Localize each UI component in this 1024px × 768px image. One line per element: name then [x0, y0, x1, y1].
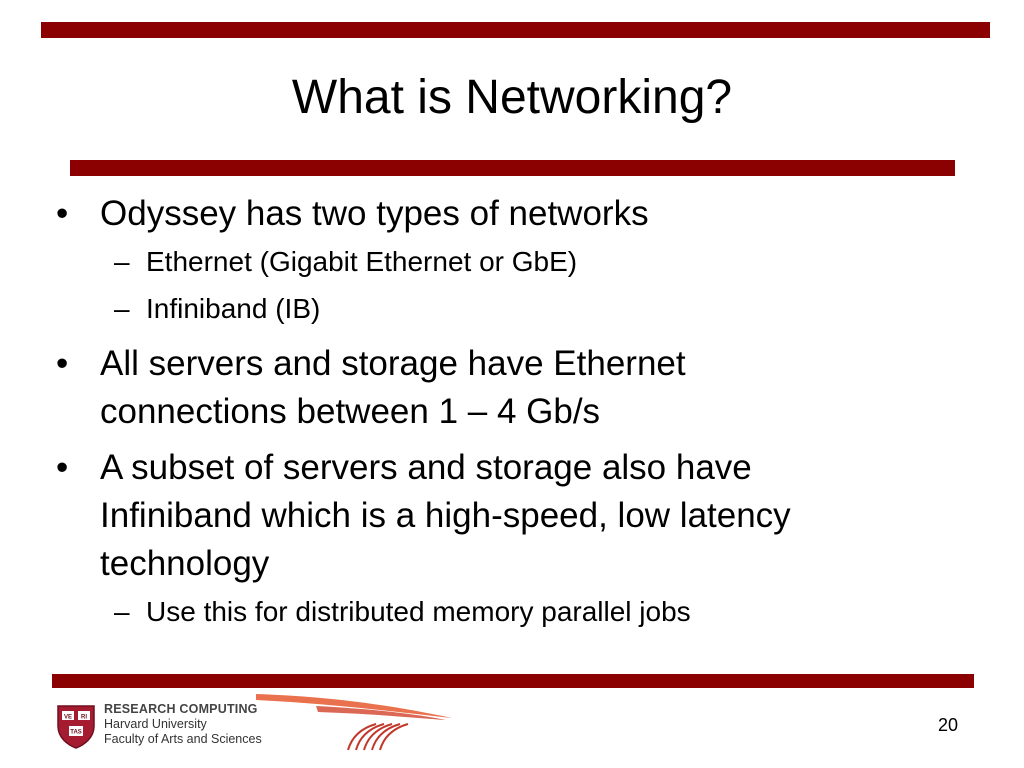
bullet-glyph: •: [56, 448, 69, 487]
sub-bullet-text: Infiniband (IB): [146, 293, 321, 324]
bullet-glyph: •: [56, 194, 69, 233]
slide-title: What is Networking?: [291, 71, 733, 124]
research-computing-logo: VE RI TAS RESEARCH COMPUTING Harvard Uni…: [56, 694, 452, 758]
dash-glyph: –: [114, 293, 130, 324]
bullet-text-line: A subset of servers and storage also hav…: [100, 448, 752, 487]
sub-bullet-text: Ethernet (Gigabit Ethernet or GbE): [146, 246, 578, 277]
bullet-text: Odyssey has two types of networks: [100, 194, 649, 233]
org-university: Harvard University: [104, 717, 207, 731]
bullet-text-line: All servers and storage have Ethernet: [100, 344, 686, 383]
dash-glyph: –: [114, 246, 130, 277]
sub-bullet-item: – Use this for distributed memory parall…: [56, 588, 956, 635]
logo-text: RESEARCH COMPUTING Harvard University Fa…: [104, 702, 262, 747]
page-number: 20: [937, 715, 958, 735]
shield-text: RI: [81, 715, 87, 721]
slide-content: • Odyssey has two types of networks – Et…: [56, 186, 956, 635]
bullet-text-line: connections between 1 – 4 Gb/s: [100, 392, 601, 431]
harvard-shield-icon: VE RI TAS: [57, 705, 95, 749]
swoosh-graphic-icon: [256, 694, 452, 751]
bullet-glyph: •: [56, 344, 69, 383]
sub-bullet-item: – Ethernet (Gigabit Ethernet or GbE): [56, 238, 956, 285]
bullet-item: • A subset of servers and storage also h…: [56, 444, 956, 588]
title-divider-bar: [70, 160, 955, 176]
sub-bullet-text: Use this for distributed memory parallel…: [146, 596, 691, 627]
org-faculty: Faculty of Arts and Sciences: [104, 732, 262, 746]
footer-divider-bar: [52, 674, 974, 688]
bullet-item: • All servers and storage have Ethernet …: [56, 340, 956, 436]
sub-bullet-item: – Infiniband (IB): [56, 285, 956, 332]
shield-text: VE: [64, 715, 72, 721]
top-divider-bar: [41, 22, 990, 38]
bullet-text-line: technology: [100, 544, 270, 583]
shield-text: TAS: [70, 730, 82, 736]
bullet-item: • Odyssey has two types of networks: [56, 190, 956, 238]
dash-glyph: –: [114, 596, 130, 627]
org-name: RESEARCH COMPUTING: [104, 702, 258, 716]
bullet-text-line: Infiniband which is a high-speed, low la…: [100, 496, 791, 535]
